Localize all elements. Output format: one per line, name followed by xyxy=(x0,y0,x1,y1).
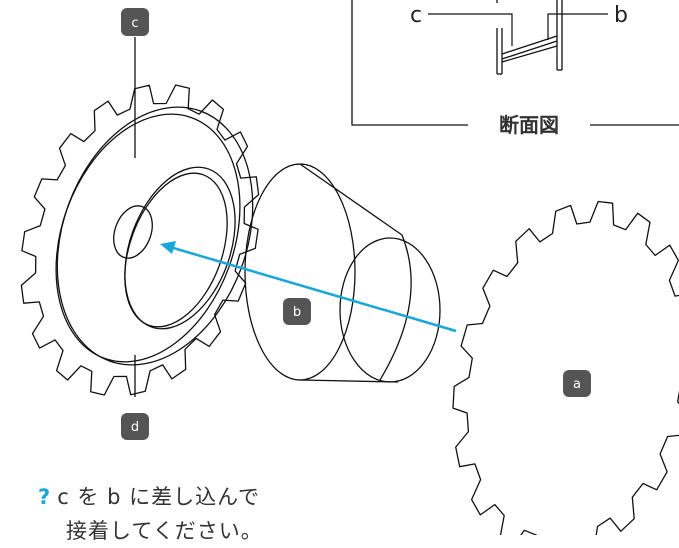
cone-part-b xyxy=(244,163,441,383)
arrow-line xyxy=(169,245,457,333)
cross-section-inset: 断面図 c b xyxy=(351,0,679,137)
question-hint-icon: ? xyxy=(38,485,52,509)
cup-opening xyxy=(124,166,236,330)
assembly-instruction: ?c を b に差し込んで 接着してください。 xyxy=(38,480,263,548)
cross-section-label-c: c xyxy=(410,3,422,28)
gear-rim-inner xyxy=(55,113,241,363)
gear-part-a xyxy=(452,200,679,535)
cone-large-end xyxy=(244,163,356,381)
badge-c: c xyxy=(121,8,149,36)
cone-seam xyxy=(379,234,412,381)
badge-d: d xyxy=(121,413,149,440)
svg-text:c: c xyxy=(131,16,138,31)
badge-a: a xyxy=(563,370,591,397)
gear-outline-left xyxy=(20,84,260,396)
insert-arrow xyxy=(160,241,457,333)
cone-edge-top xyxy=(299,163,403,236)
cross-section-frame xyxy=(351,0,679,126)
cup-inner xyxy=(124,172,228,328)
cross-section-leader-c xyxy=(428,13,513,46)
cross-section-label-b: b xyxy=(614,3,628,28)
cone-edge-bottom xyxy=(299,379,399,383)
cross-section-part xyxy=(496,0,563,75)
instruction-line-1: c を b に差し込んで xyxy=(57,485,261,509)
gear-part-cd xyxy=(20,37,260,397)
svg-text:d: d xyxy=(131,420,139,435)
shaft-hole xyxy=(113,205,153,259)
assembly-diagram: 断面図 c b xyxy=(20,0,679,535)
instruction-line-2: 接着してください。 xyxy=(66,519,263,543)
cross-section-title: 断面図 xyxy=(499,113,559,137)
badge-b: b xyxy=(283,298,311,325)
cone-small-end xyxy=(339,237,441,383)
svg-text:b: b xyxy=(293,305,301,320)
arrow-head xyxy=(160,241,176,254)
cross-section-leader-b xyxy=(547,13,608,40)
gear-outline-right xyxy=(452,200,679,535)
svg-text:a: a xyxy=(573,377,581,392)
